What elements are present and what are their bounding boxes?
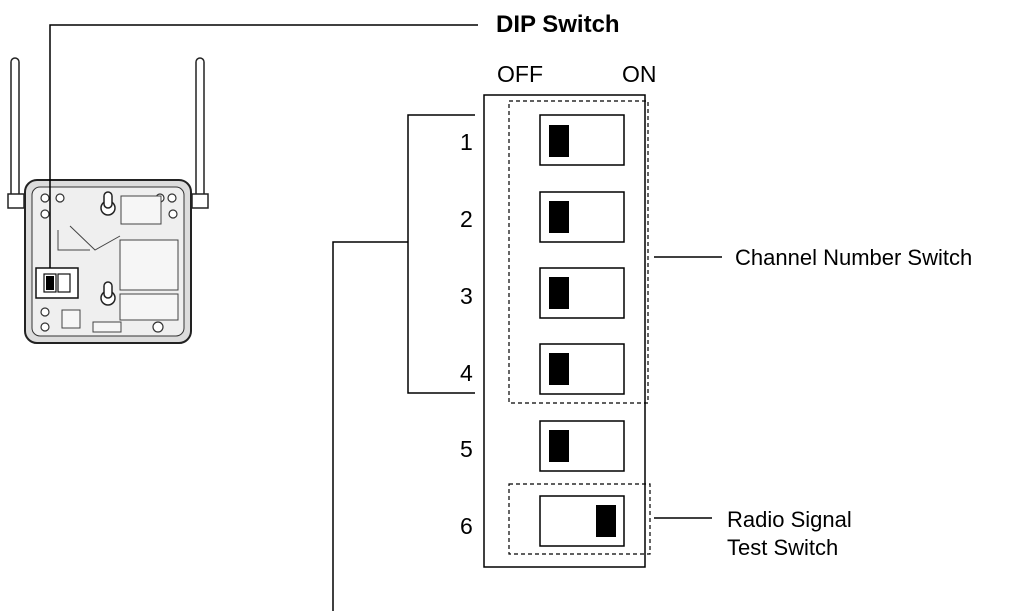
- channel-number-switch-label: Channel Number Switch: [735, 245, 972, 270]
- switch-number-1: 1: [460, 129, 473, 155]
- channel-bracket-leader-line: [332, 241, 408, 611]
- dip-switch-title: DIP Switch: [496, 11, 620, 38]
- switch-number-5: 5: [460, 436, 473, 462]
- antenna-right: [191, 57, 209, 209]
- antenna-left: [7, 57, 25, 209]
- switch-numbers: 1 2 3 4 5 6: [460, 129, 473, 539]
- device-dip-switch: [35, 267, 79, 299]
- test-switch-label: Test Switch: [727, 535, 838, 560]
- switch-knob-2: [549, 201, 569, 233]
- switch-number-6: 6: [460, 513, 473, 539]
- dip-switch-housing: [483, 94, 646, 568]
- keyhole-mounts: [100, 191, 116, 306]
- dip-switch-leader-line: [49, 24, 478, 268]
- switch-knob-1: [549, 125, 569, 157]
- radio-signal-label: Radio Signal: [727, 507, 852, 532]
- switch-knob-4: [549, 353, 569, 385]
- switch-knobs: [549, 125, 616, 537]
- switch-number-3: 3: [460, 283, 473, 309]
- off-label: OFF: [497, 61, 543, 87]
- switch-knob-6: [596, 505, 616, 537]
- switch-number-4: 4: [460, 360, 473, 386]
- radio-group-outline: [508, 483, 651, 555]
- switch-slot-4: [539, 343, 625, 395]
- channel-bracket: [407, 114, 475, 394]
- switch-number-2: 2: [460, 206, 473, 232]
- device-panels: [57, 195, 179, 333]
- switch-knob-5: [549, 430, 569, 462]
- switch-knob-3: [549, 277, 569, 309]
- on-label: ON: [622, 61, 657, 87]
- channel-group-outline: [508, 100, 649, 404]
- base-station-device: [7, 57, 209, 344]
